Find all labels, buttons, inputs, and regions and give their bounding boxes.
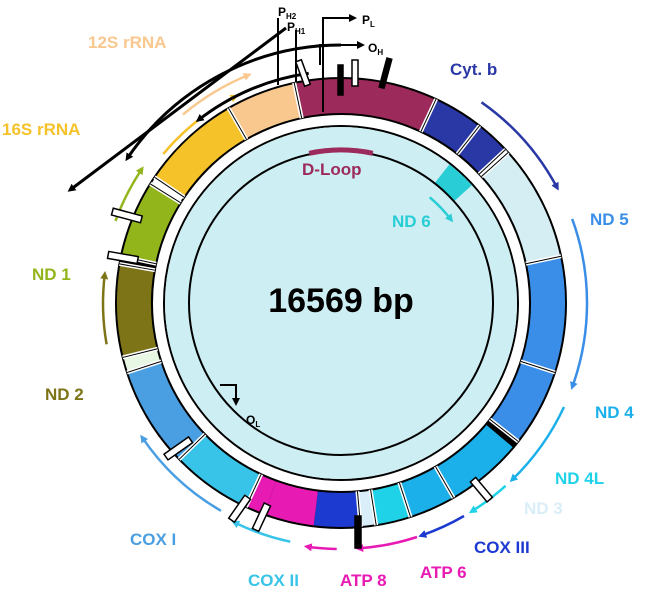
transcript-arrow-cox1 <box>140 434 222 512</box>
label-atp6: ATP 6 <box>420 563 467 582</box>
trna-tick-edge <box>370 489 377 526</box>
segment-spacer <box>123 348 161 373</box>
segment-s16 <box>155 108 247 198</box>
trna-tick-edge <box>478 149 506 175</box>
trna-tick-edge <box>122 348 158 358</box>
label-nd5: ND 5 <box>590 210 629 229</box>
label-cox1: COX I <box>130 530 176 549</box>
trna-tick-edge <box>435 466 454 499</box>
label-nd6: ND 6 <box>392 212 431 231</box>
gene-labels: 12S rRNA 16S rRNA ND 1 ND 2 COX I COX II… <box>2 33 634 590</box>
box-markers <box>106 57 494 549</box>
segment-atp6 <box>264 481 319 526</box>
label-12s-rrna: 12S rRNA <box>88 33 166 52</box>
transcript-arrow-atp6 <box>355 535 418 553</box>
trna-tick-edge <box>525 255 562 265</box>
oh-arrow <box>319 41 365 65</box>
segment-atp8 <box>246 475 277 514</box>
transcript-arrow-nd5 <box>570 218 589 390</box>
trna-tick-edge <box>178 433 206 460</box>
trna-tick-edge <box>398 482 412 518</box>
inner-ring-outer-edge <box>163 125 519 481</box>
segment-nd4l <box>370 483 411 525</box>
transcript-arrow-cox3 <box>418 514 465 538</box>
transcript-arrow-nd2 <box>100 271 109 345</box>
trna-tick-edge <box>154 176 185 198</box>
segment-nd6 <box>434 164 472 202</box>
segment-spacer <box>479 150 561 264</box>
transcript-arrow-nd6 <box>428 196 454 223</box>
ol-arrow <box>220 384 240 406</box>
transcript-arrow-atp8 <box>303 543 337 552</box>
label-oh: OH <box>368 41 383 57</box>
transcript-arrow-s12 <box>182 73 252 116</box>
trna-tick-edge <box>126 360 162 374</box>
label-cytb: Cyt. b <box>450 60 497 79</box>
label-cox2: COX II <box>248 571 299 590</box>
segment-s12 <box>229 83 302 139</box>
inner-ring-fill <box>165 127 517 479</box>
trna-tick-edge <box>489 418 519 442</box>
trna-tick-edge <box>149 183 181 204</box>
ph2-transcript-arrow <box>67 26 287 192</box>
label-nd1: ND 1 <box>32 265 71 284</box>
label-atp8: ATP 8 <box>340 571 387 590</box>
pl-arrow <box>322 14 357 112</box>
segment-nd5 <box>490 256 565 441</box>
label-ol: OL <box>246 413 260 429</box>
label-ph1: PH1 <box>287 20 306 36</box>
label-d-loop: D-Loop <box>302 160 361 179</box>
transcript-arrow-cytb <box>480 101 559 191</box>
trna-tick-edge <box>520 360 556 374</box>
trna-tick-edge <box>456 125 480 155</box>
segment-cox2 <box>179 434 262 507</box>
label-nd3: ND 3 <box>524 499 563 518</box>
d-loop-bar <box>308 147 374 156</box>
trna-tick-edge <box>228 107 247 140</box>
segment-nd4 <box>399 424 513 517</box>
trna-tick-edge <box>481 152 509 177</box>
segment-nd2 <box>116 264 157 358</box>
segment-nd1 <box>121 184 181 264</box>
transcript-arrow-cox2 <box>231 520 291 543</box>
segment-nd3 <box>357 490 376 527</box>
genome-size-label: 16569 bp <box>268 282 414 320</box>
label-ph2: PH2 <box>278 5 297 21</box>
label-cox3: COX III <box>474 538 530 557</box>
promoter-labels: PH2 PH1 PL OH OL <box>246 5 383 429</box>
label-16s-rrna: 16S rRNA <box>2 120 80 139</box>
segment-cox3 <box>313 491 361 527</box>
transcript-arrow-nd1 <box>114 166 144 222</box>
promoter-marks <box>67 14 365 406</box>
label-nd2: ND 2 <box>45 385 84 404</box>
trna-tick-edge <box>293 82 303 119</box>
trna-tick-edge <box>119 263 155 271</box>
label-pl: PL <box>362 13 375 29</box>
label-nd4: ND 4 <box>595 403 634 422</box>
segment-cytb <box>420 99 505 174</box>
segment-dloop <box>294 78 436 131</box>
transcript-arrows <box>100 43 589 553</box>
inner-gene-segments <box>434 164 472 202</box>
trna-tick-edge <box>420 98 437 132</box>
label-nd4l: ND 4L <box>555 469 604 488</box>
transcript-arrow-nd4 <box>509 406 566 483</box>
